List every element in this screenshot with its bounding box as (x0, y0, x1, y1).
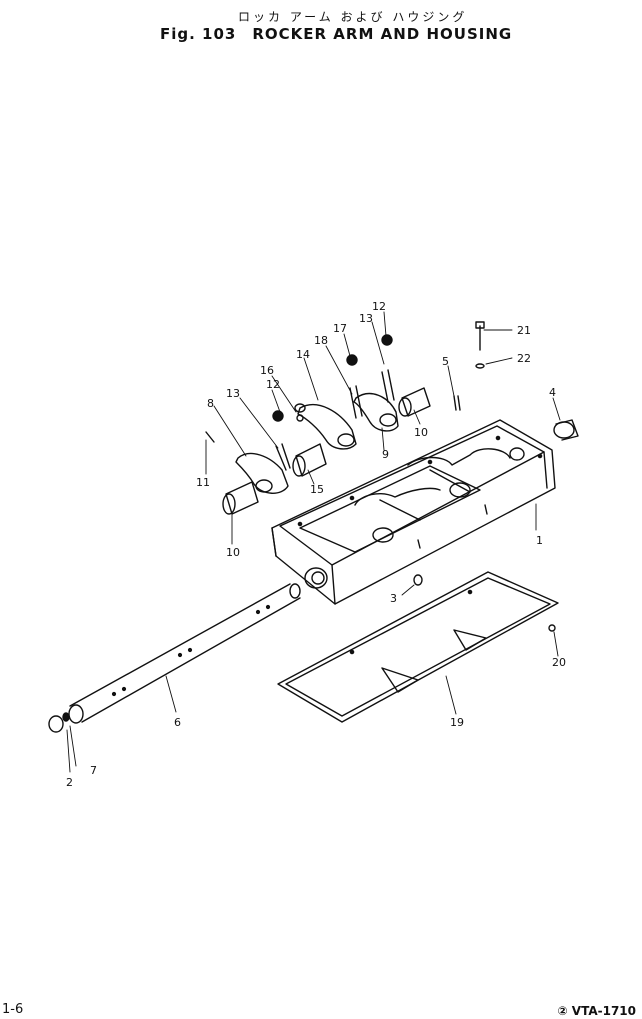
label-part-20: 20 (552, 656, 566, 669)
part-number-labels: 1 2 3 4 5 6 7 8 9 10 10 11 12 12 13 13 1… (66, 300, 566, 789)
rocker-shaft (68, 583, 301, 724)
label-part-4: 4 (549, 386, 556, 399)
rocker-arm-9 (349, 369, 399, 432)
page-title: Fig. 103 ROCKER ARM AND HOUSING (160, 25, 512, 43)
title-japanese: ロッカ アーム および ハウジング (238, 10, 468, 24)
label-part-2: 2 (66, 776, 73, 789)
label-part-21: 21 (517, 324, 531, 337)
cover-gasket (277, 571, 559, 723)
label-part-18: 18 (314, 334, 328, 347)
label-part-13a: 13 (226, 387, 240, 400)
shaft-plug (48, 712, 70, 733)
label-part-22: 22 (517, 352, 531, 365)
label-part-10a: 10 (226, 546, 240, 559)
rocker-arm-8 (235, 443, 291, 494)
document-code: ② VTA-1710 (557, 1004, 636, 1018)
label-part-7: 7 (90, 764, 97, 777)
label-part-12b: 12 (372, 300, 386, 313)
figure-number: Fig. 103 (160, 25, 237, 43)
shaft-spacers (222, 387, 431, 515)
label-part-9: 9 (382, 448, 389, 461)
label-part-8: 8 (207, 397, 214, 410)
label-part-1: 1 (536, 534, 543, 547)
rocker-housing (271, 419, 556, 605)
label-part-16: 16 (260, 364, 274, 377)
page-number: 1-6 (2, 1002, 24, 1017)
label-part-17: 17 (333, 322, 347, 335)
rocker-arm-14 (294, 403, 357, 450)
title-english: ROCKER ARM AND HOUSING (252, 25, 513, 43)
label-part-15: 15 (310, 483, 324, 496)
label-part-10b: 10 (414, 426, 428, 439)
leader-lines (66, 311, 561, 773)
label-part-5: 5 (442, 355, 449, 368)
label-part-3: 3 (390, 592, 397, 605)
label-part-11: 11 (196, 476, 210, 489)
label-part-6: 6 (174, 716, 181, 729)
label-part-13b: 13 (359, 312, 373, 325)
label-part-19: 19 (450, 716, 464, 729)
small-hardware (205, 321, 579, 632)
label-part-14: 14 (296, 348, 310, 361)
label-part-12a: 12 (266, 378, 280, 391)
